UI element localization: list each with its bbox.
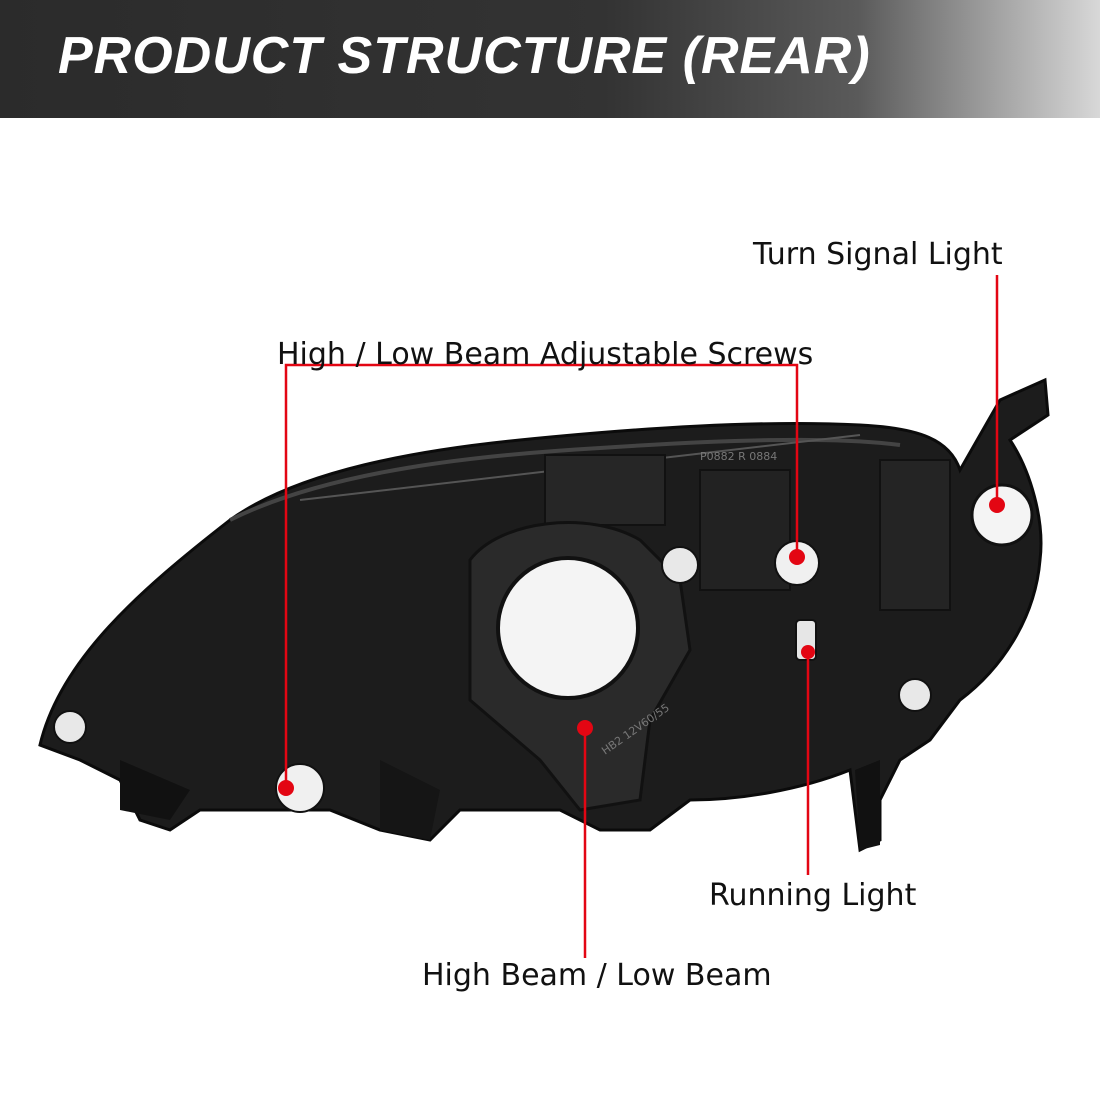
callout-lines	[284, 275, 999, 958]
right-plug	[898, 678, 932, 712]
adjust-screws-line	[284, 363, 799, 785]
label-turn-signal: Turn Signal Light	[753, 237, 1003, 272]
adjust-screw-right-dot	[789, 549, 805, 565]
turn-signal-dot	[989, 497, 1005, 513]
label-running-light: Running Light	[709, 878, 917, 913]
header-banner: PRODUCT STRUCTURE (REAR)	[0, 0, 1100, 118]
left-plug	[53, 710, 87, 744]
housing-code-top: P0882 R 0884	[700, 450, 777, 463]
adjust-screw-left-dot	[278, 780, 294, 796]
label-adjust-screws: High / Low Beam Adjustable Screws	[277, 337, 814, 372]
turn-signal-socket	[970, 483, 1034, 547]
page-title: PRODUCT STRUCTURE (REAR)	[58, 27, 871, 85]
beam-bulb-socket	[468, 521, 692, 812]
running-light-dot	[801, 645, 815, 659]
label-high-low-beam: High Beam / Low Beam	[422, 958, 772, 993]
adjust-screw-left	[275, 763, 325, 813]
callout-dots	[278, 497, 1005, 796]
high-low-beam-dot	[577, 720, 593, 736]
upper-plug	[661, 546, 699, 584]
